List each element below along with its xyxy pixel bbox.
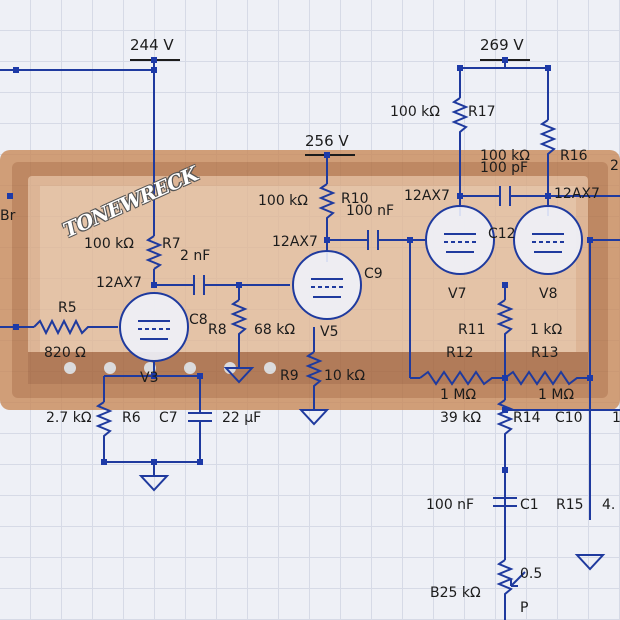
junction-node-18 [502, 375, 508, 381]
junction-node-12 [197, 373, 203, 379]
r11-label: R11 [458, 322, 486, 338]
v8-label: V8 [539, 286, 558, 302]
v5-label: V5 [320, 324, 339, 340]
ground-symbol-2 [298, 409, 330, 426]
junction-node-0 [151, 57, 157, 63]
r17-label: R17 [468, 104, 496, 120]
r13-label: R13 [531, 345, 559, 361]
junction-node-2 [502, 57, 508, 63]
v3-type: 12AX7 [96, 275, 142, 291]
r16-label: R16 [560, 148, 588, 164]
v3-tube [119, 292, 189, 362]
left-edge-label: Br [0, 208, 16, 224]
junction-node-3 [457, 65, 463, 71]
r16-value: 100 kΩ [480, 148, 530, 164]
junction-node-9 [101, 459, 107, 465]
pot-position: 0.5 [520, 566, 543, 582]
supply-244v: 244 V [130, 36, 174, 54]
c1-value: 100 nF [426, 497, 475, 513]
r12-label: R12 [446, 345, 474, 361]
junction-node-6 [151, 282, 157, 288]
r7-value: 100 kΩ [84, 236, 134, 252]
junction-node-13 [324, 237, 330, 243]
supply-256v: 256 V [305, 132, 349, 150]
junction-node-1 [151, 67, 157, 73]
junction-node-17 [502, 282, 508, 288]
r8-value: 68 kΩ [254, 322, 296, 338]
junction-node-23 [13, 67, 19, 73]
c9-label: C9 [364, 266, 383, 282]
c1-label: C1 [520, 497, 539, 513]
r14-label: R14 [513, 410, 541, 426]
v8-tube [513, 205, 583, 275]
r16-extra: 2 [610, 158, 619, 174]
ground-symbol-0 [223, 367, 255, 384]
r5-value: 820 Ω [44, 345, 86, 361]
v5-tube [292, 250, 362, 320]
r5-label: R5 [58, 300, 77, 316]
r15-label: R15 [556, 497, 584, 513]
pot-label: P [520, 600, 529, 616]
junction-node-14 [407, 237, 413, 243]
r6-value: 2.7 kΩ [46, 410, 92, 426]
v7-tube [425, 205, 495, 275]
r9-label: R9 [280, 368, 299, 384]
junction-node-7 [236, 282, 242, 288]
c8-label: C8 [189, 312, 208, 328]
c7-value: 22 µF [222, 410, 262, 426]
r17-value: 100 kΩ [390, 104, 440, 120]
junction-node-5 [324, 152, 330, 158]
r11-value: 1 kΩ [530, 322, 563, 338]
junction-node-24 [13, 324, 19, 330]
c-2nf-value: 2 nF [180, 248, 211, 264]
c7-label: C7 [159, 410, 178, 426]
v7-label: V7 [448, 286, 467, 302]
v5-type: 12AX7 [272, 234, 318, 250]
r7-label: R7 [162, 236, 181, 252]
c12-label: C12 [488, 226, 516, 242]
junction-node-19 [587, 375, 593, 381]
wires [0, 59, 620, 620]
r6-label: R6 [122, 410, 141, 426]
pot-value: B25 kΩ [430, 585, 481, 601]
junction-node-25 [7, 193, 13, 199]
r12-value: 1 MΩ [440, 387, 477, 403]
junction-node-21 [502, 467, 508, 473]
v8-type: 12AX7 [554, 186, 600, 202]
v3-label: V3 [140, 370, 159, 386]
v7-type: 12AX7 [404, 188, 450, 204]
ground-symbol-3 [574, 554, 606, 571]
junction-node-11 [197, 459, 203, 465]
junction-node-15 [457, 193, 463, 199]
c10-extra: 1 [612, 410, 620, 426]
r10-value: 100 kΩ [258, 193, 308, 209]
junction-node-4 [545, 65, 551, 71]
ground-symbol-1 [138, 475, 170, 492]
c-100pf-value: 100 pF [480, 160, 529, 176]
r10-label: R10 [341, 191, 369, 207]
junction-node-20 [502, 407, 508, 413]
r9-value: 10 kΩ [324, 368, 366, 384]
junction-node-16 [545, 193, 551, 199]
r14-value: 39 kΩ [440, 410, 482, 426]
pot-wiper-arrow [510, 571, 526, 587]
junction-node-8 [151, 373, 157, 379]
r8-label: R8 [208, 322, 227, 338]
c-100nf-value: 100 nF [346, 203, 395, 219]
junction-node-22 [587, 237, 593, 243]
r13-value: 1 MΩ [538, 387, 575, 403]
junction-node-10 [151, 459, 157, 465]
supply-269v: 269 V [480, 36, 524, 54]
r15-value: 4. [602, 497, 616, 513]
c10-label: C10 [555, 410, 583, 426]
